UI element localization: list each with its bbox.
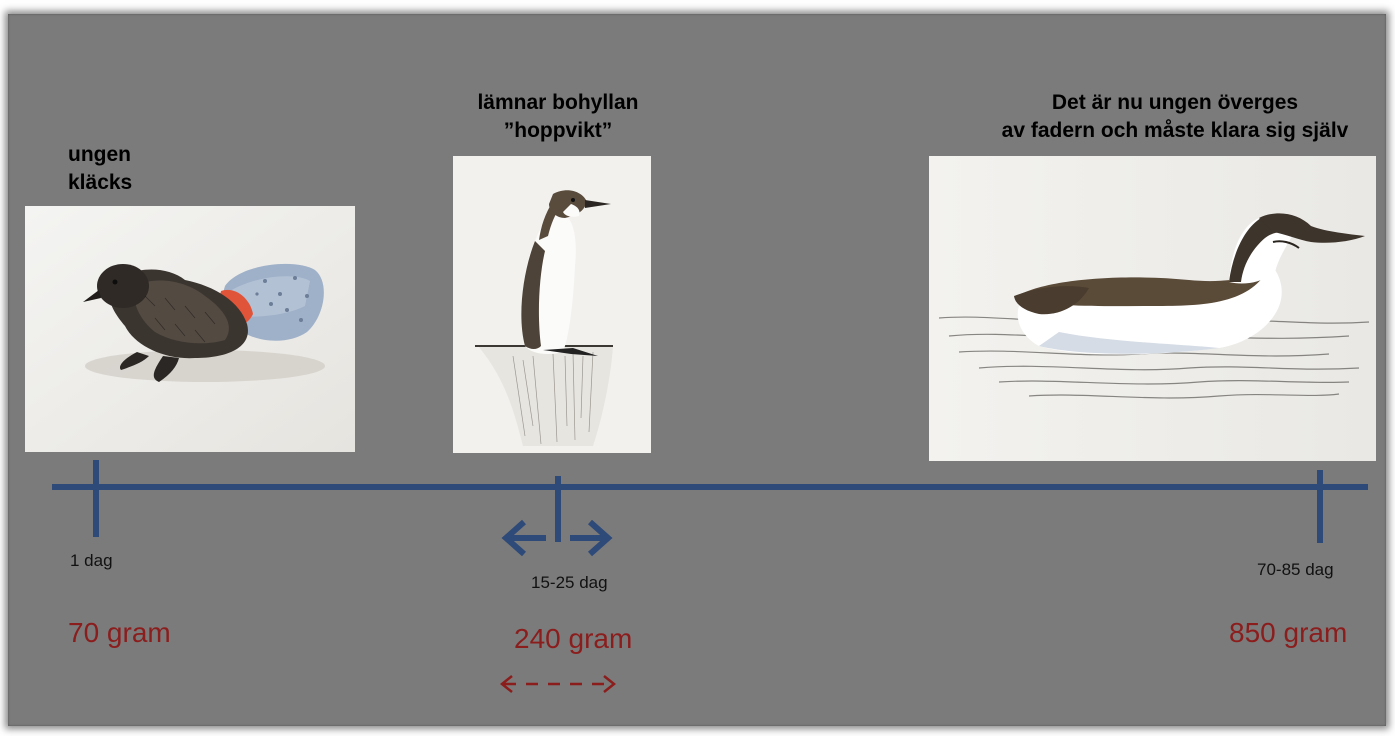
day-label-alone: 70-85 dag <box>1257 560 1334 580</box>
day-label-leave: 15-25 dag <box>531 573 608 593</box>
weight-leave: 240 gram <box>514 623 632 655</box>
weight-hatch: 70 gram <box>68 617 171 649</box>
weight-range-arrow <box>502 676 614 692</box>
day-label-hatch: 1 dag <box>70 551 113 571</box>
weight-alone: 850 gram <box>1229 617 1347 649</box>
